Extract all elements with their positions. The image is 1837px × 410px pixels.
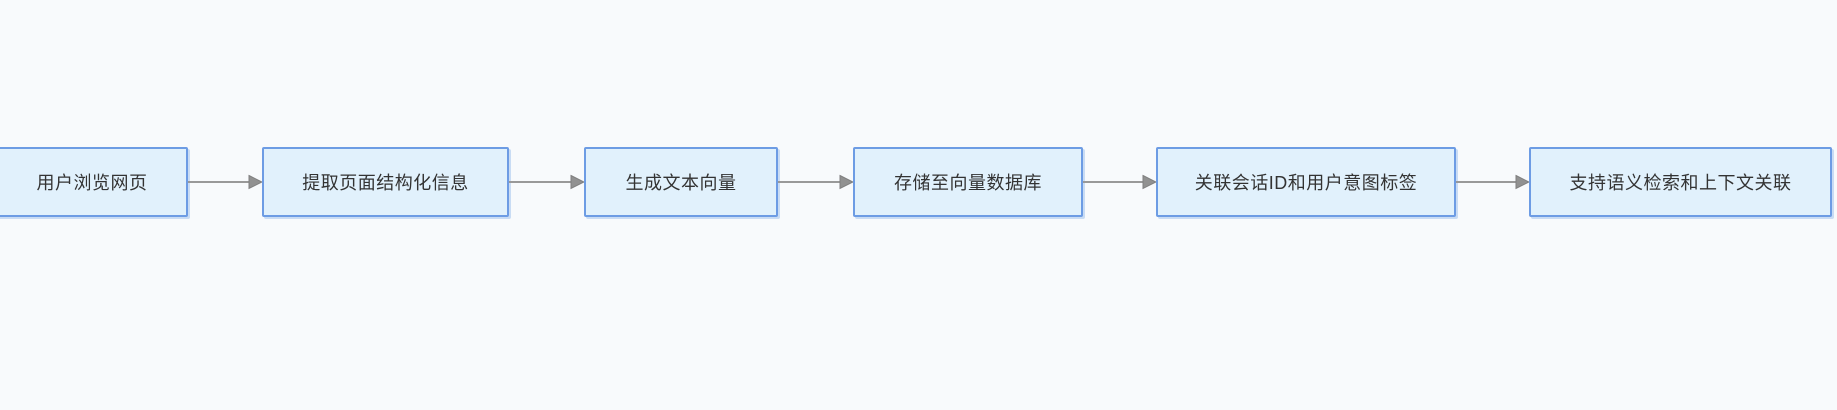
arrowhead-icon: [839, 174, 853, 190]
arrowhead-icon: [1142, 174, 1156, 190]
flow-node-step-2[interactable]: 提取页面结构化信息: [262, 147, 509, 217]
flow-node-label: 存储至向量数据库: [894, 173, 1042, 193]
flow-node-label: 生成文本向量: [625, 173, 737, 193]
flow-node-label: 支持语义检索和上下文关联: [1569, 173, 1792, 193]
arrowhead-icon: [1515, 174, 1529, 190]
arrowhead-icon: [570, 174, 584, 190]
flow-connector-3[interactable]: [778, 174, 853, 190]
flow-node-label: 关联会话ID和用户意图标签: [1194, 173, 1418, 193]
flow-connector-1[interactable]: [188, 174, 262, 190]
flow-node-step-5[interactable]: 关联会话ID和用户意图标签: [1156, 147, 1456, 217]
flow-node-step-3[interactable]: 生成文本向量: [584, 147, 778, 217]
arrowhead-icon: [248, 174, 262, 190]
flow-connector-2[interactable]: [509, 174, 584, 190]
flow-node-step-6[interactable]: 支持语义检索和上下文关联: [1529, 147, 1832, 217]
flow-node-step-1[interactable]: 用户浏览网页: [0, 147, 188, 217]
flow-connector-4[interactable]: [1083, 174, 1156, 190]
flow-node-label: 提取页面结构化信息: [302, 173, 469, 193]
flow-connector-5[interactable]: [1456, 174, 1529, 190]
flow-node-step-4[interactable]: 存储至向量数据库: [853, 147, 1083, 217]
flow-node-label: 用户浏览网页: [36, 173, 148, 193]
